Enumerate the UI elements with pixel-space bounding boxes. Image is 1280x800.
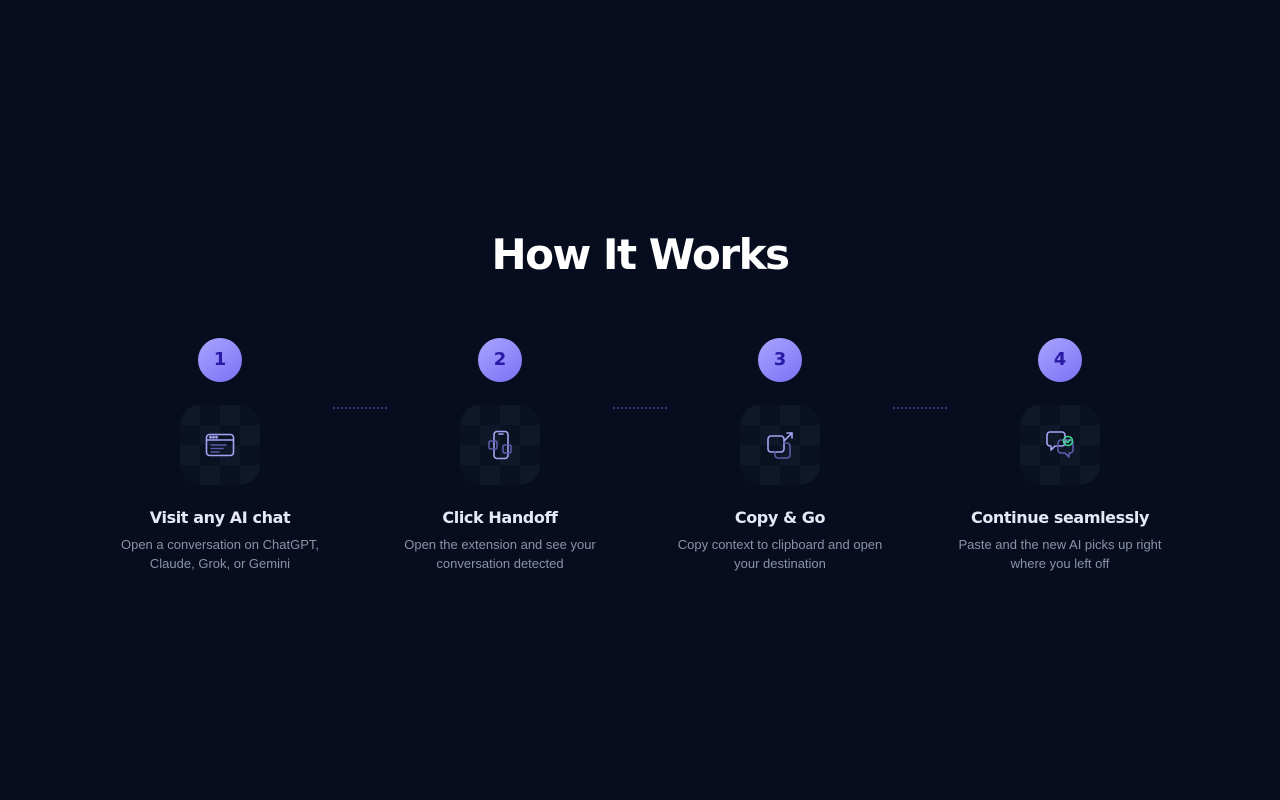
section-title: How It Works (491, 230, 790, 279)
step-connector (613, 407, 667, 409)
browser-window-icon (205, 433, 235, 457)
step-description: Open the extension and see your conversa… (404, 537, 596, 571)
step-description: Copy context to clipboard and open your … (677, 537, 883, 571)
step-number-badge: 4 (1038, 338, 1082, 382)
step-connector (893, 407, 947, 409)
step-icon-tile (740, 405, 820, 485)
step-description: Paste and the new AI picks up right wher… (958, 537, 1162, 571)
step-title: Copy & Go (734, 508, 826, 527)
step-number-badge: 1 (198, 338, 242, 382)
step-4: 4 Continue seamlessly Paste and the new … (940, 338, 1180, 573)
step-connector (333, 407, 387, 409)
phone-extension-icon (488, 430, 512, 460)
step-description: Open a conversation on ChatGPT, Claude, … (120, 537, 319, 571)
step-icon-tile (460, 405, 540, 485)
step-3: 3 Copy & Go Copy context to clipboard an… (660, 338, 900, 573)
step-title: Visit any AI chat (149, 508, 291, 527)
step-title: Click Handoff (442, 508, 558, 527)
chat-check-icon (1046, 431, 1074, 458)
step-number-badge: 3 (758, 338, 802, 382)
step-number-badge: 2 (478, 338, 522, 382)
step-title: Continue seamlessly (970, 508, 1149, 527)
step-icon-tile (1020, 405, 1100, 485)
step-2: 2 Click Handoff Open the extension and s… (380, 338, 620, 573)
step-1: 1 Visit any AI chat Open a conversation … (100, 338, 340, 573)
step-icon-tile (180, 405, 260, 485)
copy-external-icon (767, 432, 793, 459)
